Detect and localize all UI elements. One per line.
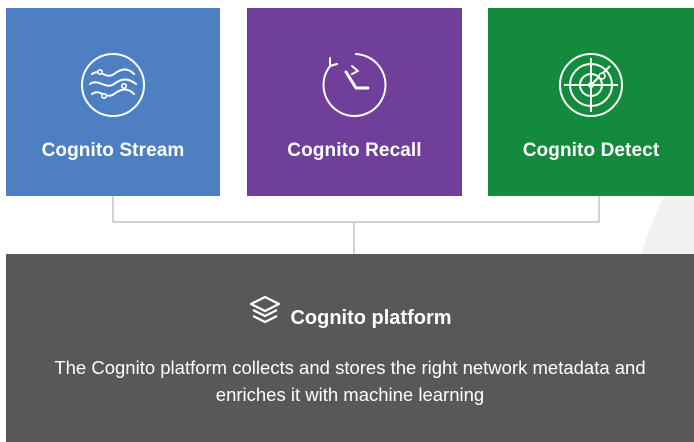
layers-icon: [250, 295, 281, 324]
product-label-recall: Cognito Recall: [287, 140, 422, 161]
platform-panel: Cognito platform The Cognito platform co…: [6, 254, 694, 442]
product-label-detect: Cognito Detect: [522, 140, 660, 161]
clock-icon: [322, 53, 386, 117]
product-label-stream: Cognito Stream: [41, 140, 185, 161]
radar-icon: [559, 53, 623, 117]
product-card-recall: Cognito Recall: [247, 8, 462, 196]
platform-description: The Cognito platform collects and stores…: [54, 357, 646, 405]
platform-title: Cognito platform: [290, 307, 452, 329]
product-card-detect: Cognito Detect: [488, 8, 694, 196]
stream-waves-icon: [81, 53, 145, 117]
platform-heading: Cognito platform: [6, 294, 694, 330]
product-card-stream: Cognito Stream: [6, 8, 220, 196]
